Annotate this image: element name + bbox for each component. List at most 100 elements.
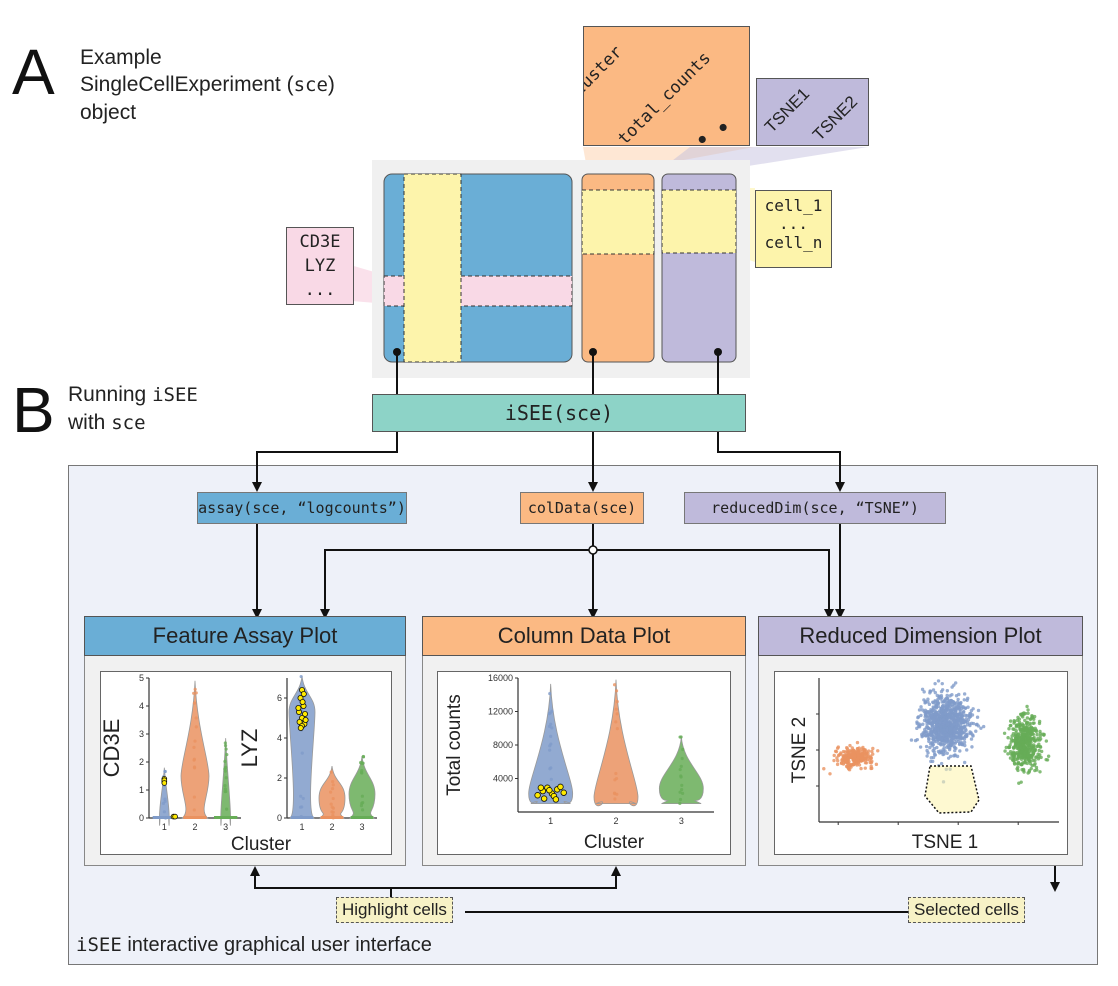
data-point bbox=[192, 701, 197, 705]
zero-points-cluster-3 bbox=[214, 816, 238, 819]
scatter-point bbox=[1028, 717, 1033, 721]
scatter-point bbox=[1023, 754, 1027, 758]
data-point bbox=[331, 796, 335, 801]
scatter-point bbox=[946, 745, 951, 750]
scatter-point bbox=[942, 746, 946, 750]
scatter-point bbox=[843, 760, 848, 764]
scatter-point bbox=[936, 697, 940, 701]
scatter-point bbox=[1029, 746, 1033, 751]
scatter-point bbox=[855, 740, 860, 745]
scatter-point bbox=[1035, 755, 1039, 759]
scatter-point bbox=[931, 701, 936, 705]
scatter-point bbox=[1032, 714, 1037, 719]
scatter-point bbox=[926, 725, 930, 730]
x-axis-label: TSNE 1 bbox=[912, 832, 979, 853]
selected-point bbox=[299, 698, 306, 705]
scatter-point bbox=[1027, 770, 1031, 774]
x-tick-label: 2 bbox=[613, 816, 618, 826]
scatter-point bbox=[1018, 723, 1022, 728]
data-point bbox=[298, 805, 303, 809]
scatter-point bbox=[1025, 704, 1029, 709]
scatter-point bbox=[868, 760, 872, 765]
scatter-point bbox=[949, 708, 953, 713]
scatter-point bbox=[945, 738, 949, 743]
scatter-point bbox=[919, 713, 923, 718]
caption-text: ) bbox=[327, 73, 335, 96]
scatter-point bbox=[931, 737, 935, 741]
scatter-point bbox=[918, 745, 923, 749]
scatter-point bbox=[1041, 732, 1045, 736]
reduced-dim-plot-panel[interactable]: Reduced Dimension Plot TSNE 1 TSNE 2 bbox=[758, 616, 1083, 866]
arrowhead bbox=[835, 609, 845, 619]
scatter-point bbox=[843, 750, 847, 754]
data-point bbox=[223, 784, 227, 788]
data-point bbox=[299, 794, 303, 798]
data-point bbox=[193, 687, 197, 692]
x-tick-label: 1 bbox=[162, 822, 167, 832]
scatter-point bbox=[835, 746, 840, 750]
scatter-point bbox=[1029, 729, 1034, 733]
reduced-dim-plot-title: Reduced Dimension Plot bbox=[758, 616, 1083, 656]
scatter-point bbox=[1034, 765, 1039, 770]
scatter-point bbox=[852, 761, 856, 765]
scatter-point bbox=[956, 702, 960, 706]
data-point bbox=[330, 787, 335, 791]
scatter-point bbox=[933, 681, 937, 686]
scatter-point bbox=[835, 756, 839, 760]
assay-accessor-box: assay(sce, “logcounts”) bbox=[197, 492, 407, 524]
scatter-point bbox=[1038, 753, 1042, 757]
data-point bbox=[681, 747, 685, 752]
scatter-point bbox=[920, 708, 925, 712]
arrowhead bbox=[611, 866, 621, 876]
lasso-selection bbox=[924, 765, 980, 814]
reduced-dim-plot-area[interactable]: TSNE 1 TSNE 2 bbox=[774, 671, 1068, 855]
data-point bbox=[225, 807, 229, 811]
scatter-point bbox=[1031, 758, 1035, 763]
scatter-point bbox=[933, 753, 937, 757]
scatter-point bbox=[850, 753, 855, 757]
scatter-point bbox=[1025, 716, 1030, 720]
scatter-point bbox=[936, 701, 941, 706]
scatter-point bbox=[953, 681, 958, 685]
data-point bbox=[192, 795, 196, 799]
data-point bbox=[163, 769, 167, 774]
scatter-point bbox=[955, 730, 959, 735]
highlight-cells-tag[interactable]: Highlight cells bbox=[336, 897, 453, 923]
scatter-point bbox=[1035, 768, 1039, 772]
scatter-point bbox=[859, 757, 864, 761]
scatter-point bbox=[958, 749, 962, 753]
scatter-point bbox=[930, 744, 935, 748]
scatter-point bbox=[1026, 711, 1030, 716]
scatter-point bbox=[937, 732, 941, 736]
selected-point bbox=[295, 705, 302, 712]
y-axis-label: TSNE 2 bbox=[789, 717, 810, 784]
data-point bbox=[163, 799, 167, 804]
selected-point bbox=[300, 690, 307, 697]
arrowhead bbox=[588, 482, 598, 492]
scatter-point bbox=[909, 738, 914, 742]
x-tick-label: 3 bbox=[223, 822, 228, 832]
scatter-point bbox=[863, 761, 868, 765]
data-point bbox=[612, 683, 617, 687]
gui-label-text: interactive graphical user interface bbox=[121, 934, 432, 956]
scatter-point bbox=[1027, 758, 1031, 762]
scatter-point bbox=[948, 694, 952, 698]
panel-b-letter: B bbox=[12, 374, 55, 446]
scatter-point bbox=[921, 722, 925, 726]
scatter-point bbox=[1011, 755, 1016, 759]
row-name: LYZ bbox=[304, 256, 336, 276]
selected-cells-tag[interactable]: Selected cells bbox=[908, 897, 1025, 923]
scatter-point bbox=[1016, 715, 1020, 720]
panel-b-caption: Running iSEE with sce bbox=[68, 381, 198, 437]
scatter-point bbox=[933, 727, 938, 731]
scatter-point bbox=[876, 749, 880, 753]
y-tick-label: 5 bbox=[139, 673, 144, 683]
scatter-point bbox=[1030, 713, 1034, 718]
scatter-point bbox=[930, 724, 935, 729]
data-point bbox=[331, 783, 335, 787]
